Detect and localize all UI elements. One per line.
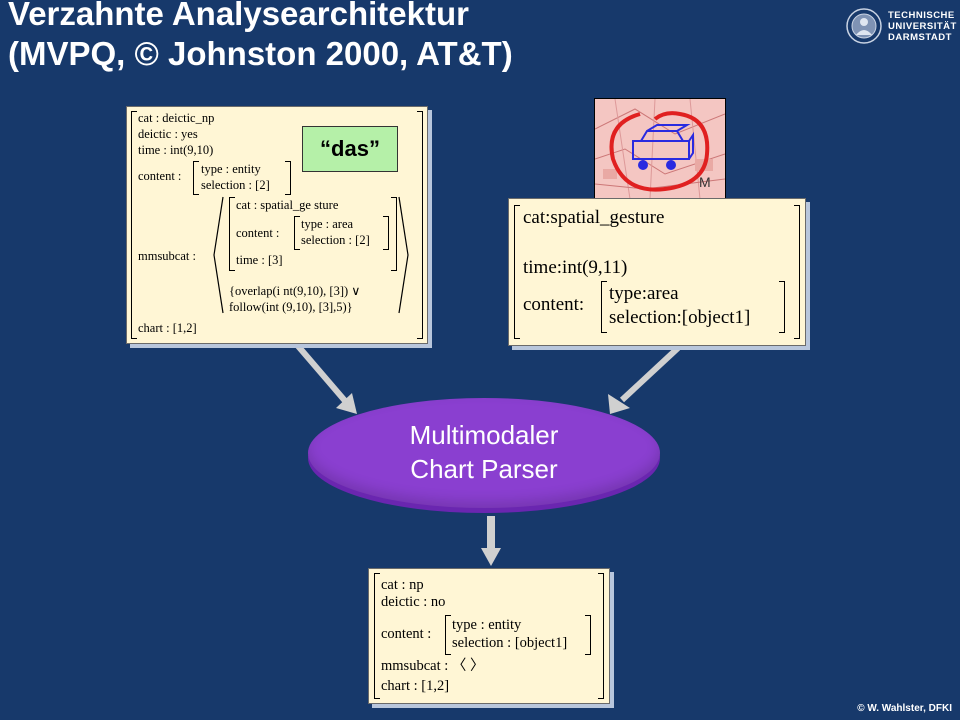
gesture-type: type:area [609, 283, 679, 304]
sub-selection: selection : [2] [301, 233, 370, 247]
gesture-feature-structure: cat:spatial_gesture time:int(9,11) conte… [508, 198, 806, 346]
parser-label: Multimodaler Chart Parser [409, 420, 559, 484]
constraint-line-2: follow(int (9,10), [3],5)} [229, 300, 353, 314]
result-content-label: content : [381, 626, 432, 642]
multimodal-chart-parser: Multimodaler Chart Parser [308, 398, 660, 508]
speech-cat: cat : deictic_np [138, 111, 215, 125]
speech-content-type: type : entity [201, 162, 261, 176]
mmsubcat-angle-brackets [213, 196, 409, 314]
sub-content-label: content : [236, 226, 280, 240]
speech-time: time : int(9,10) [138, 143, 214, 157]
sub-time: time : [3] [236, 253, 283, 267]
slide-copyright: © W. Wahlster, DFKI [857, 703, 952, 714]
speech-content-selection: selection : [2] [201, 178, 270, 192]
result-feature-structure: cat : np deictic : no content : type : e… [368, 568, 610, 704]
arrow-speech-to-parser [295, 344, 357, 414]
gesture-selection: selection:[object1] [609, 307, 751, 328]
title-line-2: (MVPQ, © Johnston 2000, AT&T) [8, 35, 513, 72]
gesture-map-image: M [594, 98, 726, 200]
arrow-gesture-to-parser [608, 345, 681, 414]
result-mmsubcat: mmsubcat : 〈 〉 [381, 658, 485, 674]
result-cat: cat : np [381, 577, 424, 593]
speech-deictic: deictic : yes [138, 127, 198, 141]
gesture-content-label: content: [523, 294, 585, 315]
constraint-line-1: {overlap(i nt(9,10), [3]) ∨ [229, 284, 361, 298]
gesture-cat: cat:spatial_gesture [523, 207, 665, 228]
result-chart: chart : [1,2] [381, 678, 450, 694]
svg-text:M: M [699, 174, 711, 190]
speech-word-box: “das” [302, 126, 398, 172]
logo-line-1: TECHNISCHE [888, 10, 955, 21]
logo-text: TECHNISCHE UNIVERSITÄT DARMSTADT [888, 10, 957, 43]
gesture-time: time:int(9,11) [523, 257, 628, 278]
sub-type: type : area [301, 217, 354, 231]
speech-content-label: content : [138, 169, 182, 183]
tu-darmstadt-logo: TECHNISCHE UNIVERSITÄT DARMSTADT [846, 8, 956, 48]
arrow-parser-to-result [481, 516, 501, 566]
result-deictic: deictic : no [381, 594, 446, 610]
map-sketch-icon: M [595, 99, 725, 199]
sub-cat: cat : spatial_ge sture [236, 198, 339, 212]
result-type: type : entity [452, 617, 522, 633]
speech-chart: chart : [1,2] [138, 321, 197, 335]
logo-line-2: UNIVERSITÄT [888, 21, 957, 32]
slide-title: Verzahnte Analysearchitektur (MVPQ, © Jo… [8, 0, 513, 74]
logo-line-3: DARMSTADT [888, 32, 952, 43]
speech-mmsubcat-label: mmsubcat : [138, 249, 196, 263]
result-selection: selection : [object1] [452, 635, 568, 651]
title-line-1: Verzahnte Analysearchitektur [8, 0, 469, 32]
university-seal-icon [846, 8, 882, 44]
